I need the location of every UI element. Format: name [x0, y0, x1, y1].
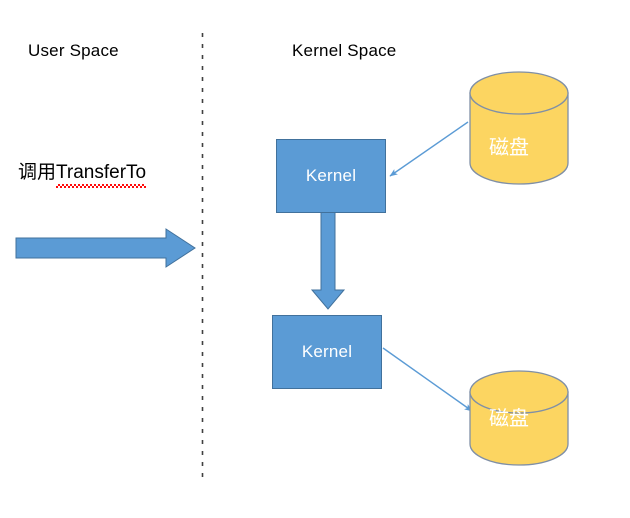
kernel-space-label: Kernel Space: [292, 41, 397, 60]
transferto-call-label-cn: 调用: [18, 162, 57, 183]
disk-top-label: 磁盘: [489, 135, 529, 159]
kernel-to-kernel-arrow: [310, 211, 346, 310]
kernel-box-top[interactable]: Kernel: [276, 139, 386, 213]
kernel-bottom-to-disk-arrow: [382, 347, 473, 412]
disk-to-kernel-top-arrow: [389, 121, 469, 177]
kernel-box-bottom[interactable]: Kernel: [272, 315, 382, 389]
kernel-box-top-label: Kernel: [305, 166, 357, 185]
user-space-label: User Space: [28, 41, 119, 60]
disk-top-shape: [469, 71, 569, 185]
disk-bottom-shape: [469, 370, 569, 466]
user-call-arrow: [15, 228, 196, 268]
transferto-call-label: 调用TransferTo: [18, 163, 146, 182]
disk-bottom-label: 磁盘: [489, 406, 529, 430]
transferto-call-label-en: TransferTo: [56, 162, 147, 183]
kernel-box-bottom-label: Kernel: [301, 342, 353, 361]
